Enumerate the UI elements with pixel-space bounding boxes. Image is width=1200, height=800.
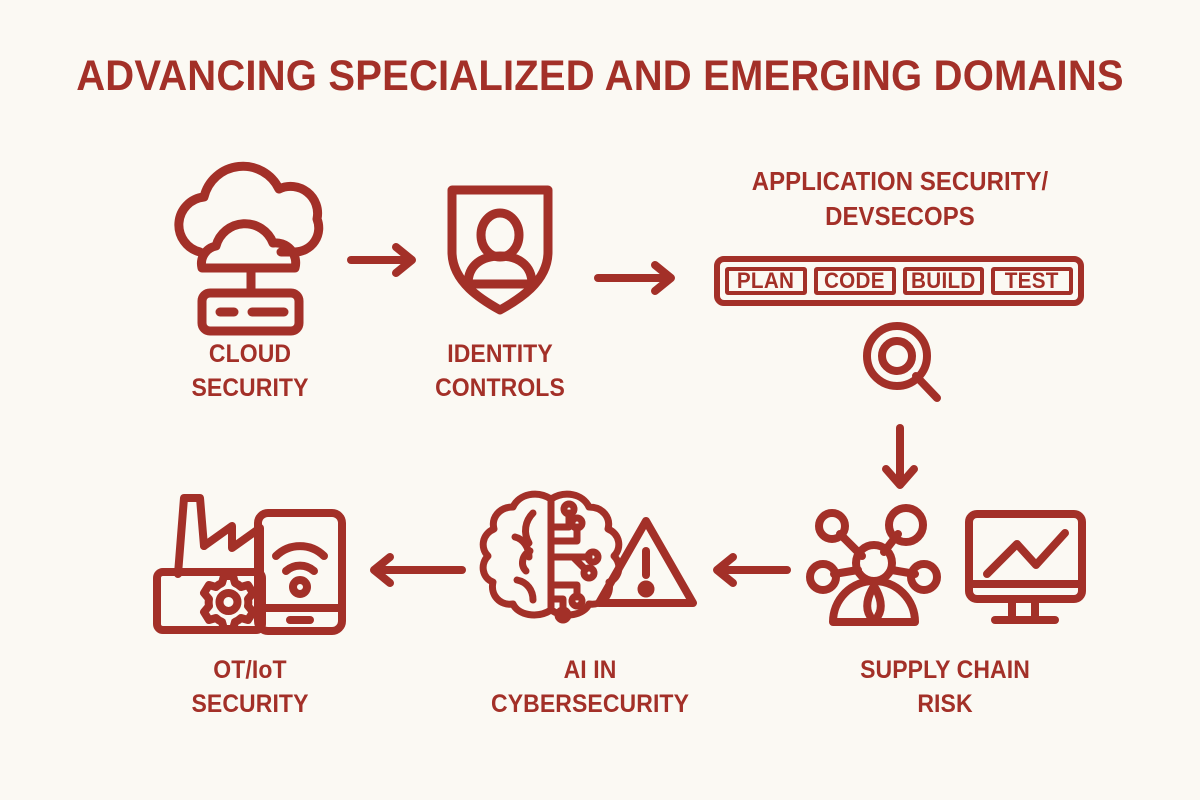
cloud-security-label: CLOUD SECURITY — [191, 340, 309, 402]
pipeline-stage-test[interactable]: TEST — [991, 267, 1073, 295]
pipeline-stage-test-label: TEST — [1005, 268, 1060, 293]
pipeline-stage-build[interactable]: BUILD — [902, 267, 985, 295]
identity-controls-label: IDENTITY CONTROLS — [435, 340, 565, 402]
brain-circuit-icon — [479, 485, 623, 630]
ai-in-cybersecurity-label: AI IN CYBERSECURITY — [490, 656, 690, 718]
appsec-to-supplychain-arrow — [875, 424, 925, 497]
ot-iot-security-label: OT/IoT SECURITY — [191, 656, 309, 718]
page-title: ADVANCING SPECIALIZED AND EMERGING DOMAI… — [76, 52, 1124, 100]
pipeline-stage-plan[interactable]: PLAN — [725, 267, 807, 295]
tablet-wifi-icon — [252, 508, 348, 636]
pipeline-stage-build-label: BUILD — [911, 268, 976, 293]
supply-chain-risk-label: SUPPLY CHAIN RISK — [860, 656, 1030, 718]
pipeline-stage-code[interactable]: CODE — [813, 267, 896, 295]
magnifier-target-icon — [855, 318, 947, 406]
cloud-to-identity-arrow — [347, 240, 424, 280]
ai-to-otiot-arrow — [360, 550, 466, 590]
devsecops-pipeline: PLAN CODE BUILD TEST — [714, 256, 1084, 306]
cloud-server-icon — [160, 155, 340, 336]
identity-to-appsec-arrow — [594, 258, 685, 298]
pipeline-stage-code-label: CODE — [824, 268, 886, 293]
warning-triangle-icon — [594, 513, 699, 611]
monitor-chart-icon — [963, 508, 1088, 626]
supplychain-to-ai-arrow — [705, 550, 791, 590]
application-security-heading: APPLICATION SECURITY/ DEVSECOPS — [751, 166, 1049, 231]
shield-person-icon — [438, 180, 562, 320]
network-hub-icon — [800, 500, 950, 635]
pipeline-stage-plan-label: PLAN — [737, 268, 795, 293]
